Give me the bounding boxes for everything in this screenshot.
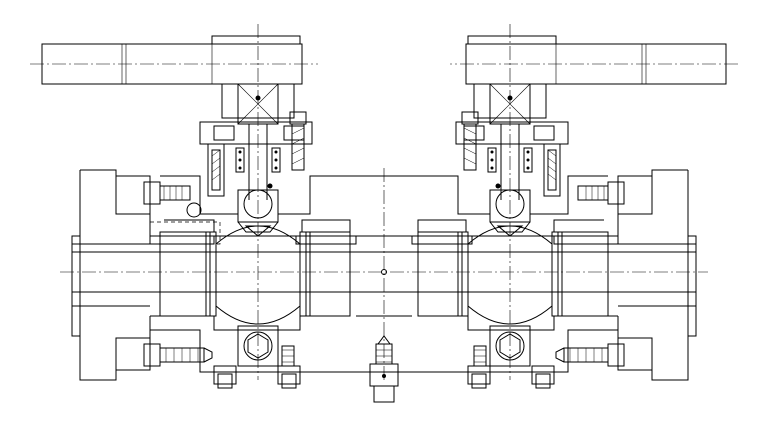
detail-circle bbox=[186, 202, 202, 218]
left-ball-valve bbox=[29, 23, 386, 389]
right-ball-valve bbox=[382, 23, 739, 389]
center-body bbox=[356, 168, 412, 380]
center-bleed-plug bbox=[369, 335, 399, 403]
detail-box bbox=[149, 221, 221, 245]
